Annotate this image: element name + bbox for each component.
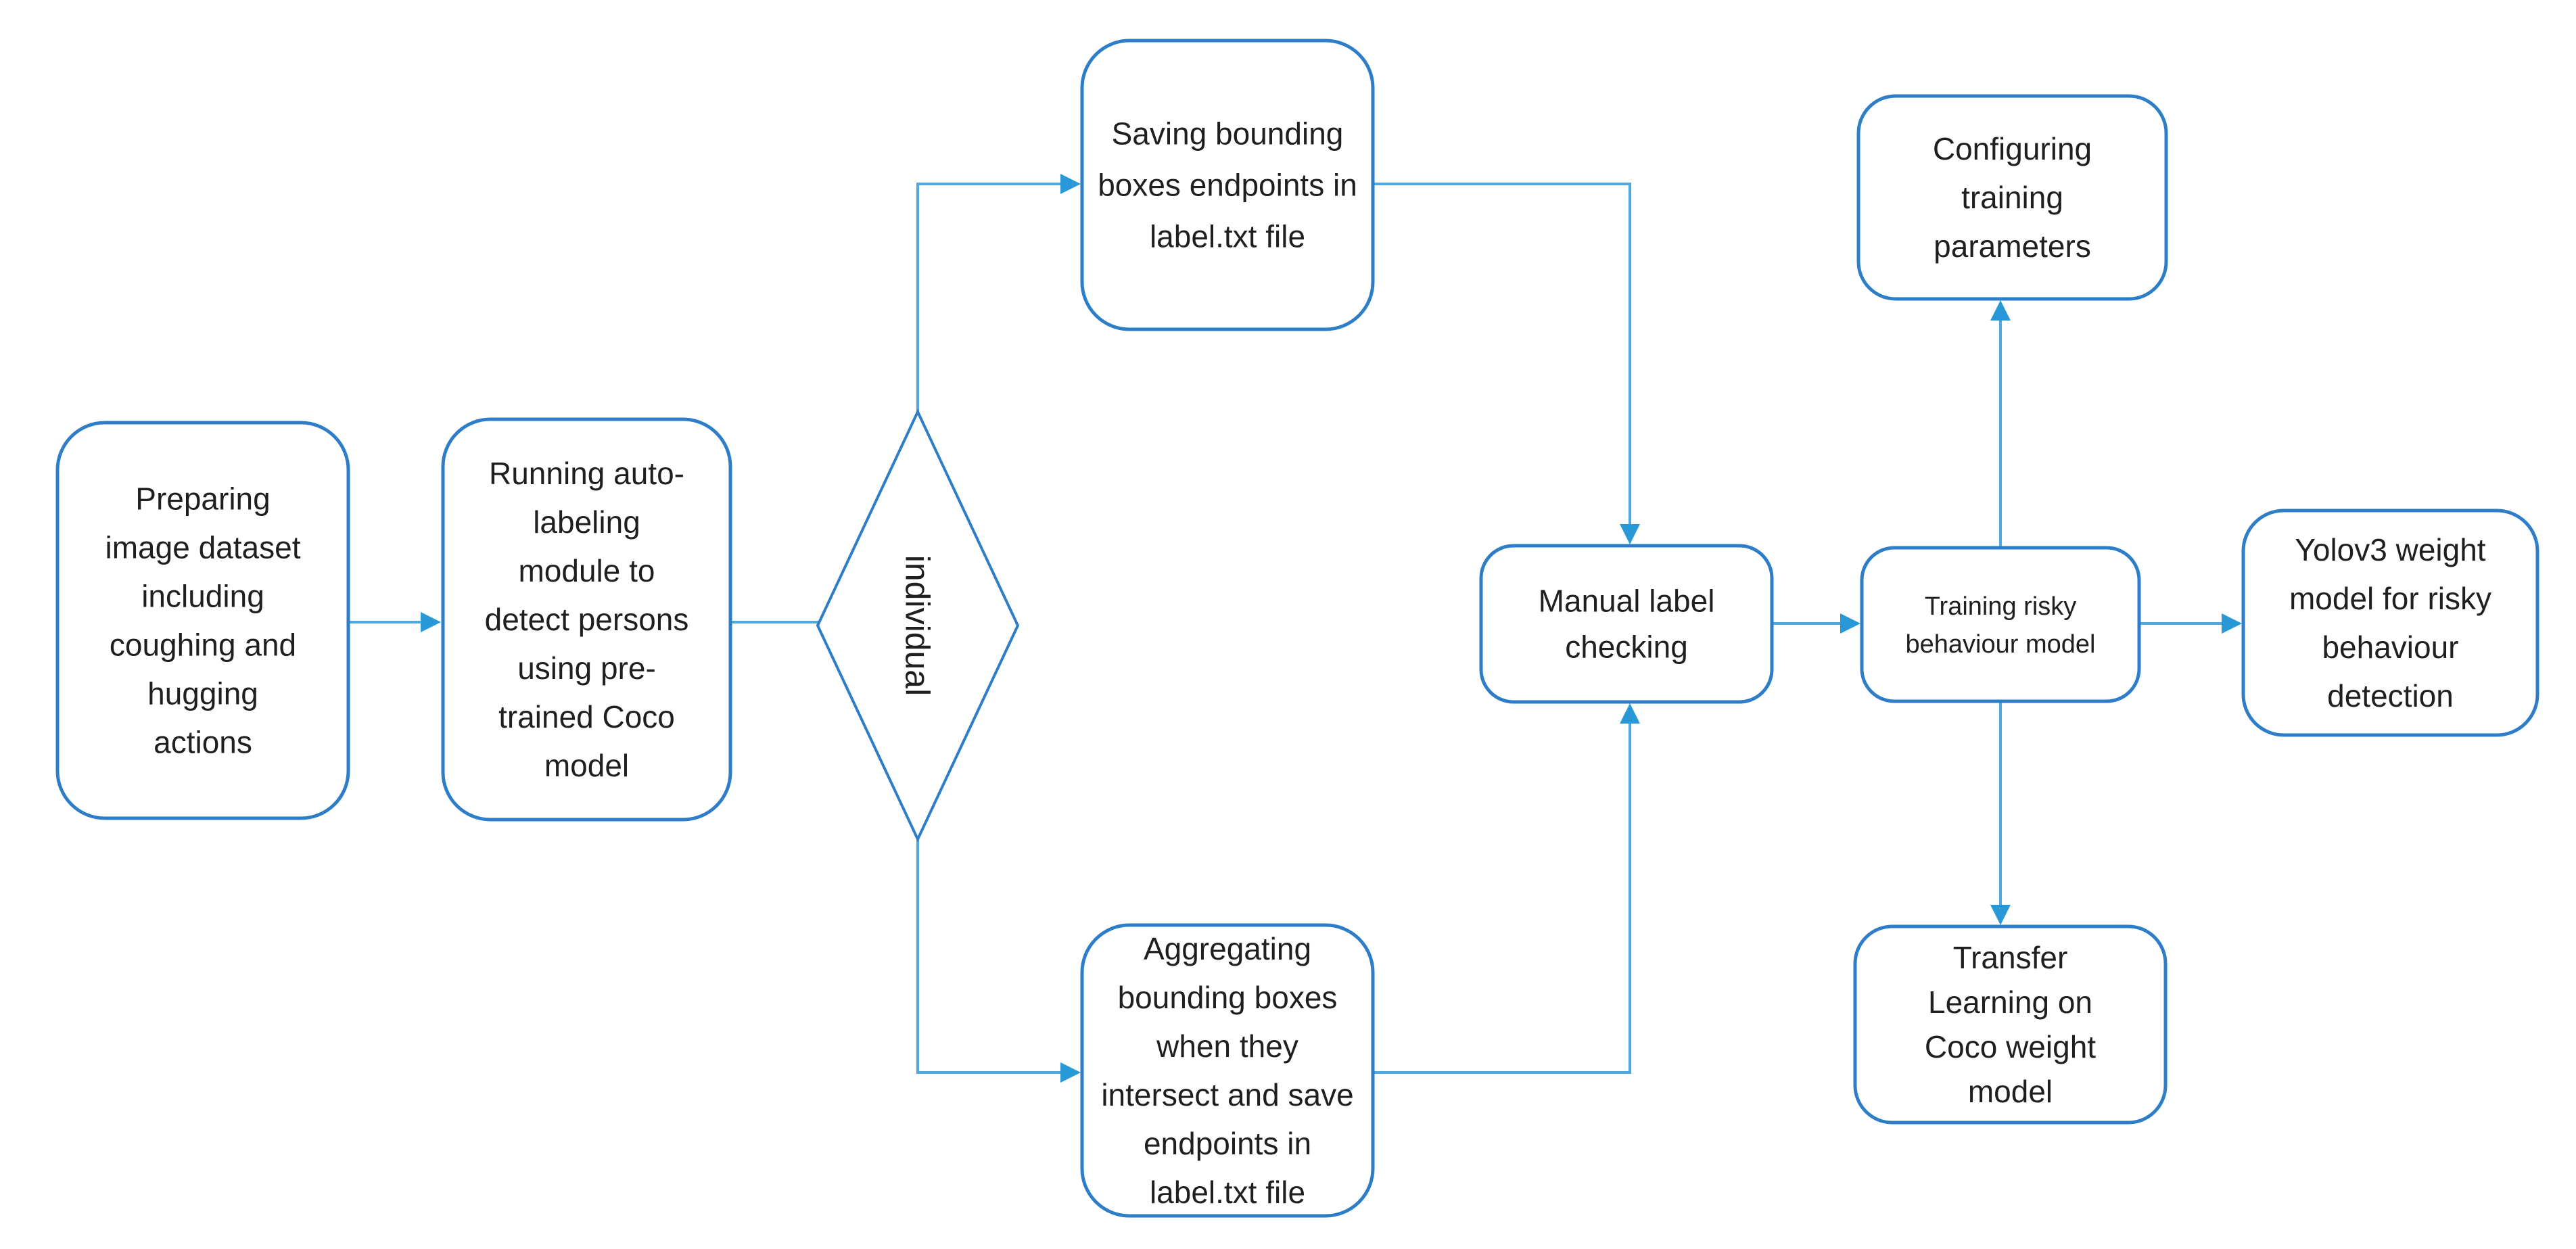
edge-training-to-transfer xyxy=(1990,703,2011,925)
edge-manual-to-training-arrowhead-icon xyxy=(1840,613,1860,634)
edge-prepare-to-autolabel xyxy=(348,612,441,632)
edge-saving-to-manual-arrowhead-icon xyxy=(1620,524,1640,544)
edge-aggregating-to-manual xyxy=(1373,703,1640,1074)
manual-label-checking-shape xyxy=(1479,544,1774,704)
edge-decision-to-saving-line xyxy=(916,183,1060,412)
edge-prepare-to-autolabel-arrowhead-icon xyxy=(421,612,441,632)
decision-individual-shape xyxy=(816,408,1020,843)
edge-aggregating-to-manual-arrowhead-icon xyxy=(1620,703,1640,724)
edge-manual-to-training xyxy=(1772,613,1860,634)
edge-decision-to-aggregating xyxy=(916,839,1081,1083)
edge-training-to-configuring xyxy=(1990,300,2011,546)
edge-decision-to-saving xyxy=(916,174,1081,412)
aggregating-bounding-boxes-shape xyxy=(1080,923,1375,1218)
edge-training-to-yolov3 xyxy=(2139,613,2242,634)
edge-aggregating-to-manual-line xyxy=(1373,724,1631,1074)
running-autolabeling-shape xyxy=(441,417,732,822)
edge-decision-to-aggregating-line xyxy=(916,839,1060,1074)
edge-training-to-configuring-arrowhead-icon xyxy=(1990,300,2011,321)
edge-saving-to-manual xyxy=(1373,183,1640,544)
edge-saving-to-manual-line xyxy=(1373,183,1631,524)
edge-training-to-yolov3-arrowhead-icon xyxy=(2222,613,2242,634)
training-risky-model-shape xyxy=(1860,546,2141,703)
transfer-learning-shape xyxy=(1853,924,2168,1125)
yolov3-weight-model-shape xyxy=(2241,509,2539,737)
prepare-image-dataset-shape xyxy=(55,421,350,820)
edge-decision-to-saving-arrowhead-icon xyxy=(1060,174,1081,194)
saving-bounding-boxes-shape xyxy=(1080,39,1375,331)
edge-decision-to-aggregating-arrowhead-icon xyxy=(1060,1062,1081,1083)
configuring-training-parameters-shape xyxy=(1856,94,2168,301)
edge-training-to-transfer-arrowhead-icon xyxy=(1990,905,2011,925)
node-decision-individual: individual xyxy=(816,408,1020,843)
decision-individual-label: individual xyxy=(899,555,937,696)
